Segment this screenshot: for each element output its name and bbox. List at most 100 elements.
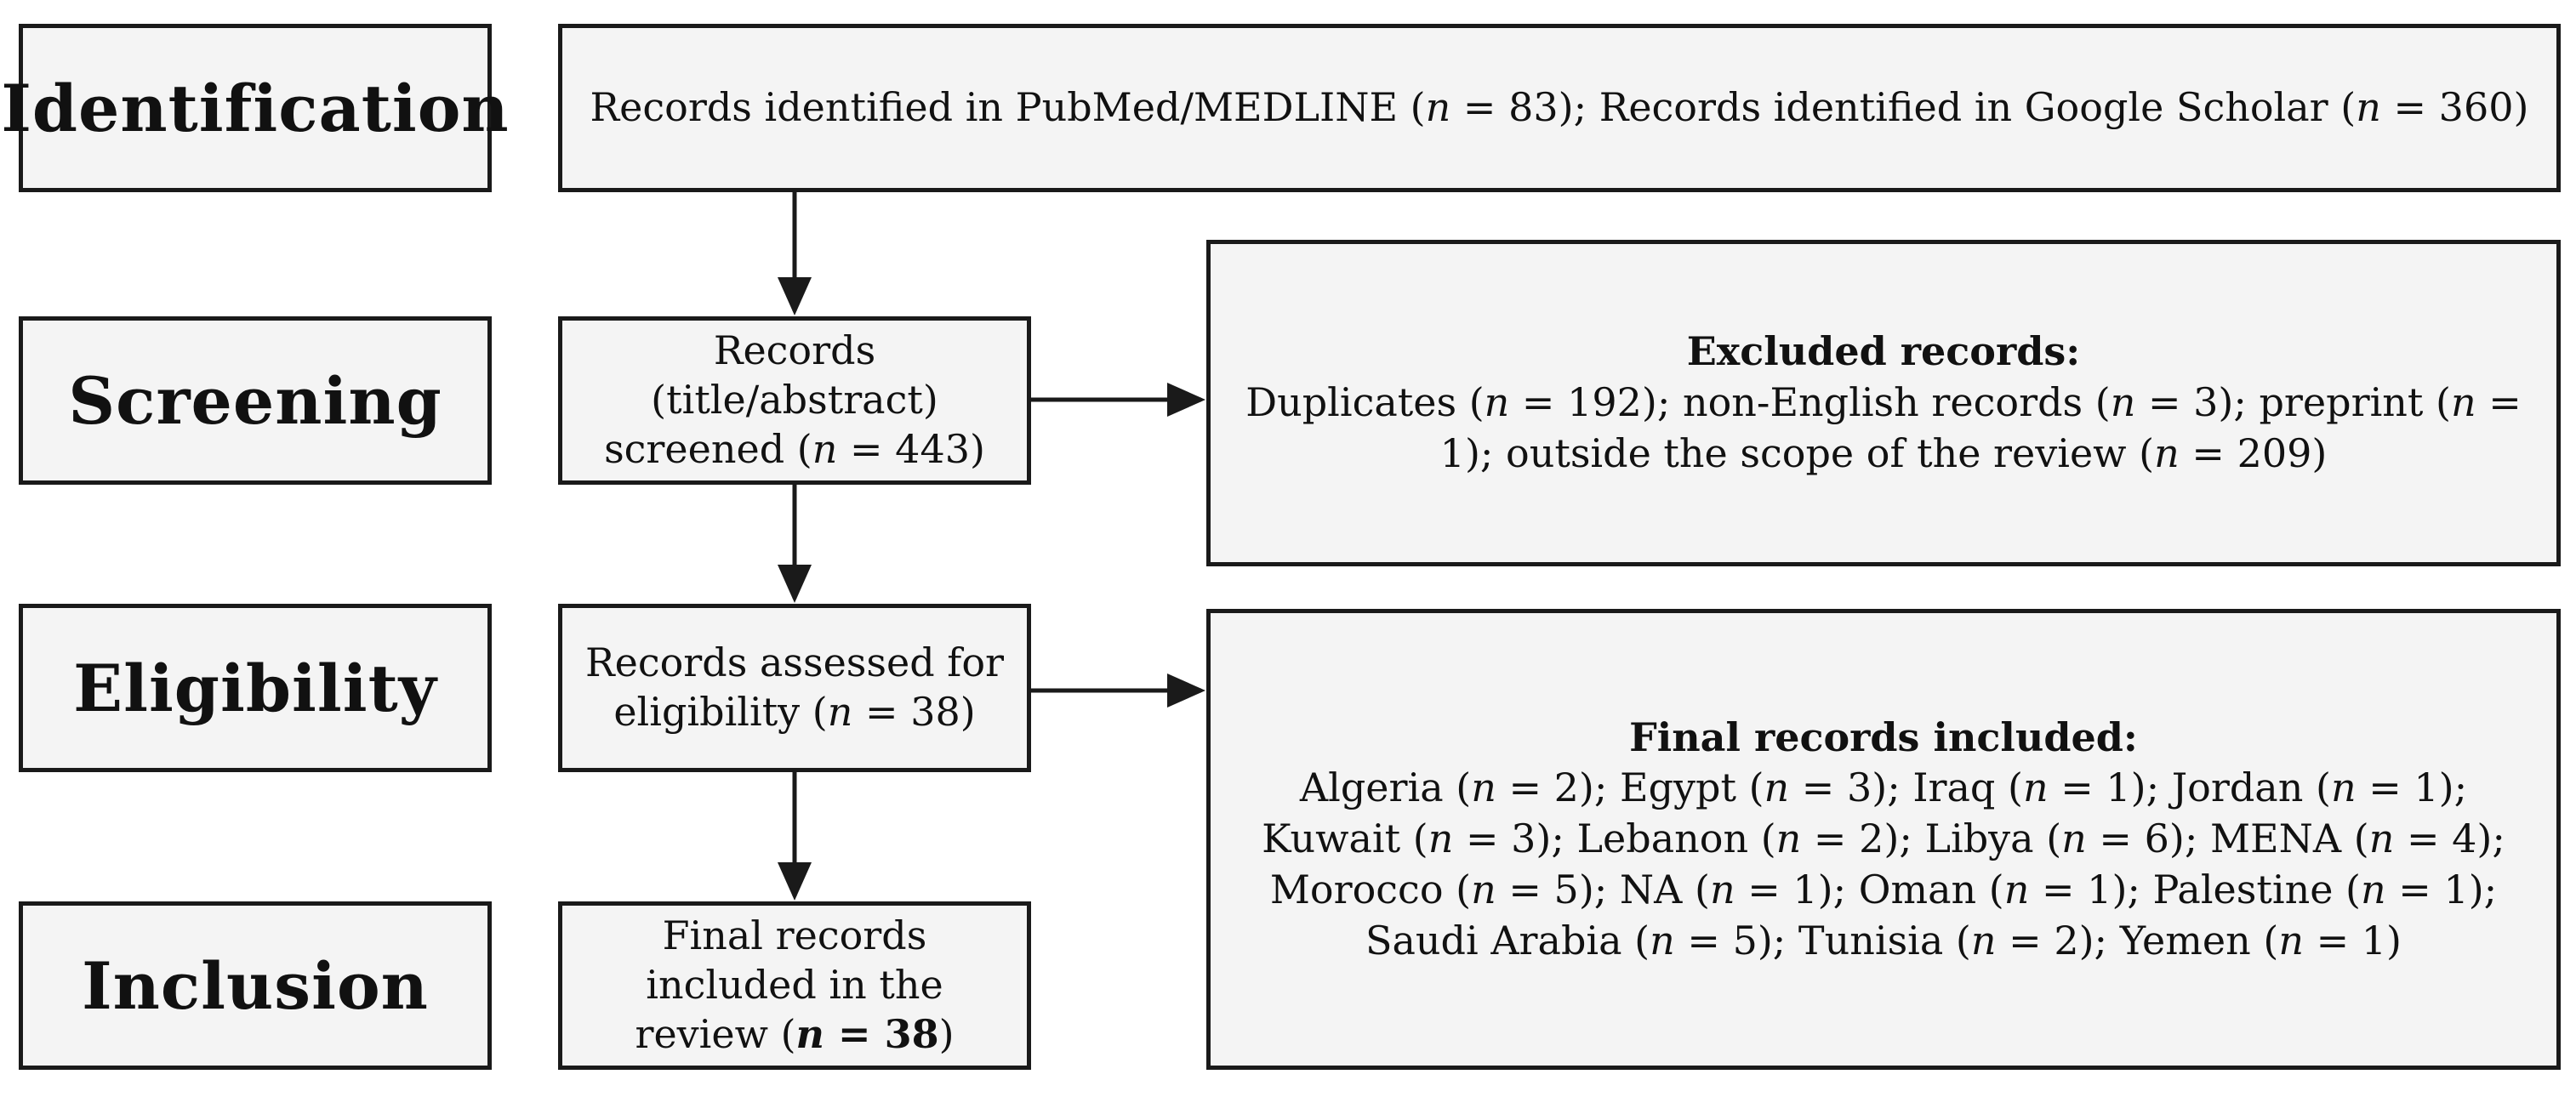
assessed-label: Records assessed for eligibility ( bbox=[584, 639, 1005, 735]
country-count: 5 bbox=[1553, 866, 1579, 912]
n-symbol: n bbox=[2450, 379, 2476, 426]
included-total-label: Final records included in the review ( bbox=[635, 912, 943, 1057]
non-english-label: ); non-English records ( bbox=[1641, 379, 2111, 426]
n-symbol: n bbox=[2110, 379, 2136, 426]
n-symbol: n bbox=[1650, 917, 1675, 963]
country-name: NA bbox=[1619, 866, 1683, 912]
records-assessed-box: Records assessed for eligibility (n = 38… bbox=[558, 604, 1031, 772]
equals-sign: = bbox=[1996, 917, 2055, 963]
final-included-title: Final records included: bbox=[1629, 713, 2138, 760]
n-symbol: n bbox=[2356, 84, 2381, 131]
scope-label: ); outside the scope of the review ( bbox=[1464, 429, 2155, 476]
screened-label: Records (title/abstract) screened ( bbox=[604, 327, 938, 472]
preprint-count: 1 bbox=[1439, 429, 1465, 476]
equals-sign: = bbox=[2476, 379, 2522, 426]
records-identified-text: Records identified in PubMed/MEDLINE (n … bbox=[565, 82, 2555, 134]
screened-count: 443 bbox=[895, 425, 970, 472]
equals-sign: = bbox=[1450, 84, 1509, 131]
duplicates-count: 192 bbox=[1567, 379, 1642, 426]
country-name: MENA bbox=[2209, 816, 2342, 862]
stage-identification-label: Identification bbox=[1, 70, 510, 146]
n-symbol: n bbox=[1709, 866, 1735, 912]
country-name: Tunisia bbox=[1798, 917, 1944, 963]
country-item: Iraq (n = 1); bbox=[1912, 764, 2172, 811]
scope-count: 209 bbox=[2237, 429, 2312, 476]
stage-screening: Screening bbox=[19, 316, 492, 485]
n-symbol: n bbox=[2368, 816, 2395, 862]
country-name: Algeria bbox=[1299, 764, 1444, 811]
country-item: Lebanon (n = 2); bbox=[1576, 816, 1925, 862]
equals-sign: = bbox=[1509, 379, 1568, 426]
closing-paren: ) bbox=[960, 689, 976, 735]
equals-sign: = bbox=[2394, 816, 2453, 862]
equals-sign: = bbox=[1453, 816, 1512, 862]
country-count: 1 bbox=[2361, 917, 2387, 963]
equals-sign: = bbox=[1735, 866, 1793, 912]
country-name: Lebanon bbox=[1576, 816, 1749, 862]
country-count: 1 bbox=[2414, 764, 2439, 811]
assessed-count: 38 bbox=[910, 689, 960, 735]
excluded-records-box: Excluded records: Duplicates (n = 192); … bbox=[1206, 240, 2561, 566]
stage-inclusion-label: Inclusion bbox=[82, 947, 429, 1024]
country-count: 1 bbox=[2443, 866, 2469, 912]
records-screened-text: Records (title/abstract) screened (n = 4… bbox=[562, 327, 1027, 475]
country-name: Yemen bbox=[2119, 917, 2251, 963]
equals-sign: = bbox=[824, 1010, 885, 1057]
n-symbol: n bbox=[2154, 429, 2180, 476]
equals-sign: = bbox=[2356, 764, 2414, 811]
closing-paren: ) bbox=[938, 1010, 955, 1057]
country-item: MENA (n = 4); bbox=[2209, 816, 2505, 862]
country-name: Kuwait bbox=[1262, 816, 1401, 862]
n-symbol: n bbox=[1970, 917, 1997, 963]
stage-screening-label: Screening bbox=[68, 362, 442, 439]
equals-sign: = bbox=[1789, 764, 1847, 811]
n-symbol: n bbox=[1471, 764, 1496, 811]
country-count: 5 bbox=[1732, 917, 1758, 963]
records-screened-box: Records (title/abstract) screened (n = 4… bbox=[558, 316, 1031, 485]
country-item: Palestine (n = 1); bbox=[2152, 866, 2498, 912]
duplicates-label: Duplicates ( bbox=[1245, 379, 1485, 426]
equals-sign: = bbox=[1674, 917, 1733, 963]
country-item: Saudi Arabia (n = 5); bbox=[1365, 917, 1798, 963]
included-total-count: 38 bbox=[884, 1010, 939, 1057]
country-item: Morocco (n = 5); bbox=[1269, 866, 1620, 912]
excluded-records-text: Excluded records: Duplicates (n = 192); … bbox=[1211, 327, 2556, 479]
country-count: 2 bbox=[1553, 764, 1579, 811]
country-item: Algeria (n = 2); bbox=[1299, 764, 1620, 811]
equals-sign: = bbox=[1496, 764, 1554, 811]
country-count: 1 bbox=[2106, 764, 2131, 811]
equals-sign: = bbox=[2179, 429, 2237, 476]
n-symbol: n bbox=[1484, 379, 1510, 426]
equals-sign: = bbox=[2380, 84, 2439, 131]
country-list: Algeria (n = 2); Egypt (n = 3); Iraq (n … bbox=[1262, 764, 2505, 963]
country-count: 1 bbox=[1792, 866, 1818, 912]
closing-paren: ) bbox=[2513, 84, 2529, 131]
final-records-by-country-box: Final records included: Algeria (n = 2);… bbox=[1206, 609, 2561, 1070]
stage-eligibility: Eligibility bbox=[19, 604, 492, 772]
country-item: Yemen (n = 1) bbox=[2119, 917, 2402, 963]
pubmed-label: Records identified in PubMed/MEDLINE ( bbox=[590, 84, 1426, 131]
excluded-title: Excluded records: bbox=[1686, 328, 2081, 375]
country-count: 1 bbox=[2087, 866, 2112, 912]
equals-sign: = bbox=[2029, 866, 2088, 912]
equals-sign: = bbox=[852, 689, 911, 735]
equals-sign: = bbox=[1801, 816, 1860, 862]
n-symbol: n bbox=[827, 689, 853, 735]
equals-sign: = bbox=[2086, 816, 2145, 862]
final-included-total-text: Final records included in the review (n … bbox=[562, 912, 1027, 1060]
closing-paren: ) bbox=[2311, 429, 2328, 476]
equals-sign: = bbox=[2135, 379, 2194, 426]
n-symbol: n bbox=[1471, 866, 1496, 912]
stage-identification: Identification bbox=[1, 24, 509, 192]
country-count: 3 bbox=[1511, 816, 1536, 862]
country-name: Jordan bbox=[2171, 764, 2304, 811]
country-count: 2 bbox=[2054, 917, 2079, 963]
country-name: Oman bbox=[1858, 866, 1977, 912]
country-name: Morocco bbox=[1269, 866, 1444, 912]
scholar-label: ); Records identified in Google Scholar … bbox=[1558, 84, 2357, 131]
equals-sign: = bbox=[837, 425, 896, 472]
final-records-by-country-text: Final records included: Algeria (n = 2);… bbox=[1211, 713, 2556, 967]
country-count: 6 bbox=[2144, 816, 2169, 862]
country-item: Kuwait (n = 3); bbox=[1262, 816, 1577, 862]
